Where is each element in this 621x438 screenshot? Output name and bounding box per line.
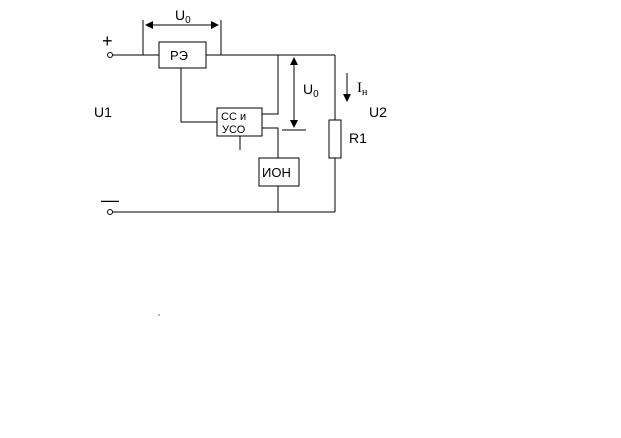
stray-dot (158, 314, 160, 316)
terminal-plus (107, 52, 113, 58)
wire-feedback (262, 55, 279, 115)
label-u1: U1 (94, 104, 112, 120)
plus-sign: + (102, 31, 113, 51)
block-ss-label-line1: СС и (221, 111, 246, 123)
minus-sign: — (101, 190, 119, 210)
block-ss-label-line2: УСО (222, 124, 246, 136)
dimension-u0-right-label: U0 (303, 81, 319, 100)
block-ion-label: ИОН (262, 165, 291, 180)
block-re (158, 41, 207, 69)
resistor-r1-label: R1 (349, 130, 367, 146)
label-u2: U2 (369, 104, 387, 120)
dimension-u0-top: U0 (142, 7, 222, 55)
wire-re-to-ss (180, 68, 217, 123)
current-arrow: Iн (343, 73, 368, 102)
current-label: Iн (357, 80, 368, 98)
resistor-r1 (328, 119, 342, 159)
wire-ss-right-to-ion (262, 127, 279, 158)
block-ion (258, 157, 300, 187)
block-ss-uso (216, 107, 263, 137)
dimension-u0-top-label: U0 (175, 7, 191, 26)
block-re-label: РЭ (170, 48, 188, 63)
terminal-minus (107, 209, 113, 215)
wires (113, 54, 336, 213)
dimension-u0-right: U0 (282, 54, 319, 131)
